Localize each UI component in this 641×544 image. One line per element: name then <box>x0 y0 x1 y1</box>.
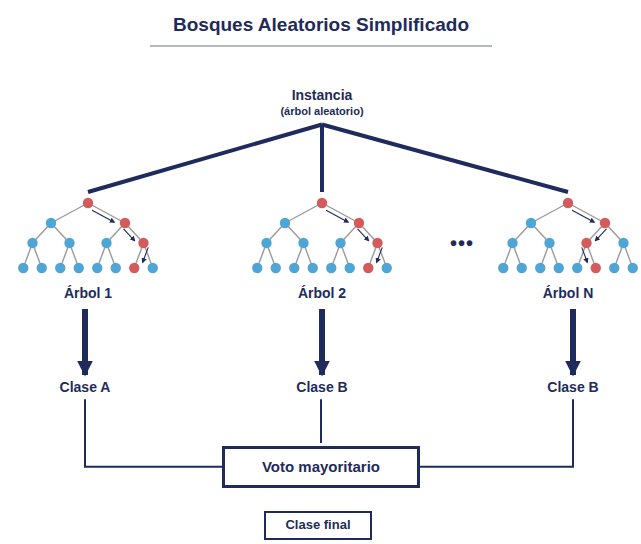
class-output: Clase B <box>294 378 349 396</box>
decision-path-node <box>600 218 610 228</box>
decision-path-node <box>354 218 364 228</box>
decision-path-node <box>581 238 591 248</box>
tree-node <box>46 218 56 228</box>
tree-branch <box>322 203 359 223</box>
tree-node <box>111 263 121 273</box>
class-output: Clase A <box>58 378 113 396</box>
tree-node <box>618 238 628 248</box>
path-arrow <box>595 229 606 241</box>
tree-node <box>298 238 308 248</box>
tree-node <box>345 263 355 273</box>
decision-path-node <box>129 263 139 273</box>
tree-node <box>335 238 345 248</box>
path-arrow <box>377 247 383 262</box>
path-arrow <box>582 247 588 262</box>
node-text: Clase final <box>280 517 356 534</box>
tree-node <box>64 238 74 248</box>
decision-path-node <box>83 198 93 208</box>
path-arrow <box>143 247 149 262</box>
node-text: (árbol aleatorio) <box>278 104 365 118</box>
tree-node <box>148 263 158 273</box>
decision-path-node <box>138 238 148 248</box>
tree-node <box>507 238 517 248</box>
path-arrow <box>358 229 369 241</box>
prediction-arrow <box>319 309 325 375</box>
decision-tree <box>18 198 158 273</box>
node-text: Clase A <box>58 378 113 396</box>
branch-line <box>320 124 324 192</box>
tree-node <box>261 238 271 248</box>
path-arrow <box>572 210 594 222</box>
tree-node <box>535 263 545 273</box>
decision-path-node <box>591 263 601 273</box>
tree-node <box>280 218 290 228</box>
node-text: Árbol 2 <box>298 284 346 302</box>
input-instance: Instancia(árbol aleatorio) <box>278 86 365 118</box>
vote-line <box>85 399 222 467</box>
vote-box: Voto mayoritario <box>222 446 420 488</box>
tree-node <box>628 263 638 273</box>
node-text: Árbol 1 <box>64 284 112 302</box>
node-text: Clase B <box>294 378 349 396</box>
branch-line <box>88 124 322 192</box>
vote-line <box>420 399 573 467</box>
path-arrow <box>92 210 114 222</box>
tree-node <box>27 238 37 248</box>
decision-tree <box>498 198 638 273</box>
tree-group: Árbol 2 <box>242 192 402 306</box>
decision-path-node <box>563 198 573 208</box>
tree-node <box>498 263 508 273</box>
tree-node <box>289 263 299 273</box>
tree-group: Árbol 1 <box>8 192 168 306</box>
tree-node <box>609 263 619 273</box>
decision-tree <box>252 198 392 273</box>
tree-node <box>92 263 102 273</box>
tree-group: Árbol N <box>498 192 638 306</box>
decision-path-node <box>372 238 382 248</box>
result-box: Clase final <box>264 511 372 540</box>
decision-path-node <box>120 218 130 228</box>
prediction-arrow <box>82 309 88 375</box>
tree-node <box>55 263 65 273</box>
tree-node <box>308 263 318 273</box>
node-text: Voto mayoritario <box>243 457 399 477</box>
tree-node <box>101 238 111 248</box>
tree-branch <box>568 203 605 223</box>
node-text: Clase B <box>545 378 600 396</box>
node-text: Árbol N <box>543 284 594 302</box>
title-underline <box>150 45 492 47</box>
tree-branch <box>531 203 568 223</box>
ellipsis-label: ••• <box>450 232 474 255</box>
tree-node <box>37 263 47 273</box>
tree-branch <box>285 203 322 223</box>
decision-path-node <box>317 198 327 208</box>
tree-node <box>517 263 527 273</box>
path-arrow <box>124 229 135 241</box>
tree-node <box>18 263 28 273</box>
path-arrow <box>326 210 348 222</box>
tree-node <box>74 263 84 273</box>
tree-node <box>572 263 582 273</box>
decision-trees <box>18 198 638 273</box>
tree-branch <box>51 203 88 223</box>
tree-node <box>544 238 554 248</box>
prediction-arrow <box>570 309 576 375</box>
tree-node <box>526 218 536 228</box>
tree-branch <box>88 203 125 223</box>
diagram-title: Bosques Aleatorios Simplificado <box>173 14 469 36</box>
tree-node <box>554 263 564 273</box>
decision-path-node <box>363 263 373 273</box>
tree-node <box>271 263 281 273</box>
tree-node <box>382 263 392 273</box>
tree-node <box>252 263 262 273</box>
class-output: Clase B <box>545 378 600 396</box>
vote-line <box>320 399 322 443</box>
tree-node <box>326 263 336 273</box>
node-text: Instancia <box>278 86 365 104</box>
branch-line <box>322 124 568 192</box>
